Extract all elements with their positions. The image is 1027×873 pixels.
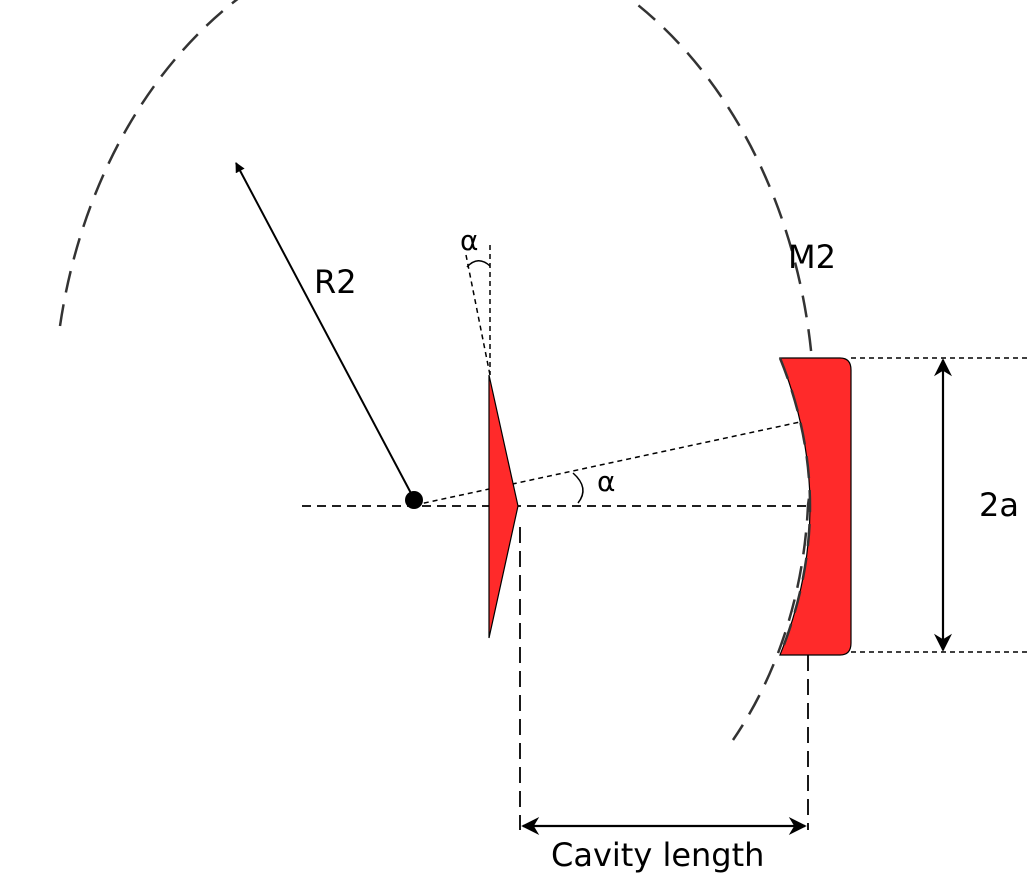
radius-label: R2: [314, 263, 357, 301]
angle-label-axis: α: [597, 465, 615, 498]
angle-arc-axis: [572, 472, 584, 504]
mirror-label: M2: [788, 238, 836, 276]
angle-label-top: α: [460, 224, 478, 257]
tilted-reference-line: [465, 254, 491, 376]
small-optic: [488, 374, 519, 639]
angle-arc-top: [466, 260, 491, 268]
radius-arrow: [235, 162, 414, 498]
aperture-label: 2a: [979, 486, 1019, 524]
tilted-ray: [414, 421, 801, 506]
focus-point: [405, 491, 423, 509]
curvature-arc: [58, 0, 816, 741]
mirror-face-dash: [778, 357, 812, 656]
cavity-length-label: Cavity length: [551, 836, 764, 873]
